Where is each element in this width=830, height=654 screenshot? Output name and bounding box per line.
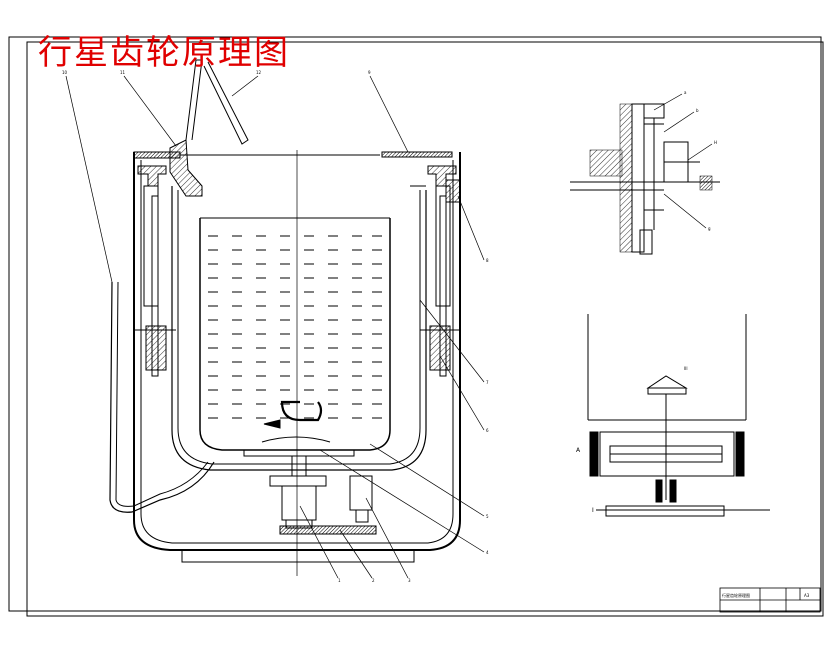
label-10: 10: [62, 70, 68, 75]
label-11: 11: [120, 70, 126, 75]
outer-frame: [8, 36, 822, 612]
label-b: b: [696, 108, 699, 113]
part-labels: 10 11 12 9 8 7 6 5 4 1 2 3 a b H g III A…: [62, 70, 810, 598]
inner-frame: [26, 41, 824, 617]
label-12: 12: [256, 70, 262, 75]
label-6: 6: [486, 428, 489, 433]
label-7: 7: [486, 380, 489, 385]
label-H: H: [714, 140, 717, 145]
label-g: g: [708, 226, 711, 231]
label-1: 1: [338, 578, 341, 583]
washer-cross-section: [109, 59, 461, 576]
planetary-gear-schematic: [570, 103, 720, 255]
water-level-dashes: [207, 235, 383, 419]
label-A: A: [576, 447, 581, 454]
label-I: I: [592, 507, 594, 514]
label-4: 4: [486, 550, 489, 555]
gear-leaders: [653, 93, 713, 229]
drawing-title: 行星齿轮原理图: [38, 33, 290, 73]
label-a: a: [684, 90, 687, 95]
label-3: 3: [408, 578, 411, 583]
clutch-mechanism: [587, 314, 770, 517]
label-III: III: [684, 366, 688, 371]
label-9: 9: [368, 70, 371, 75]
label-5: 5: [486, 514, 489, 519]
title-block-name: 行星齿轮原理图: [722, 592, 750, 598]
title-block-sheet: A3: [804, 593, 810, 598]
leader-lines: [65, 75, 485, 579]
title-block: [719, 587, 821, 613]
label-2: 2: [372, 578, 375, 583]
label-8: 8: [486, 258, 489, 263]
